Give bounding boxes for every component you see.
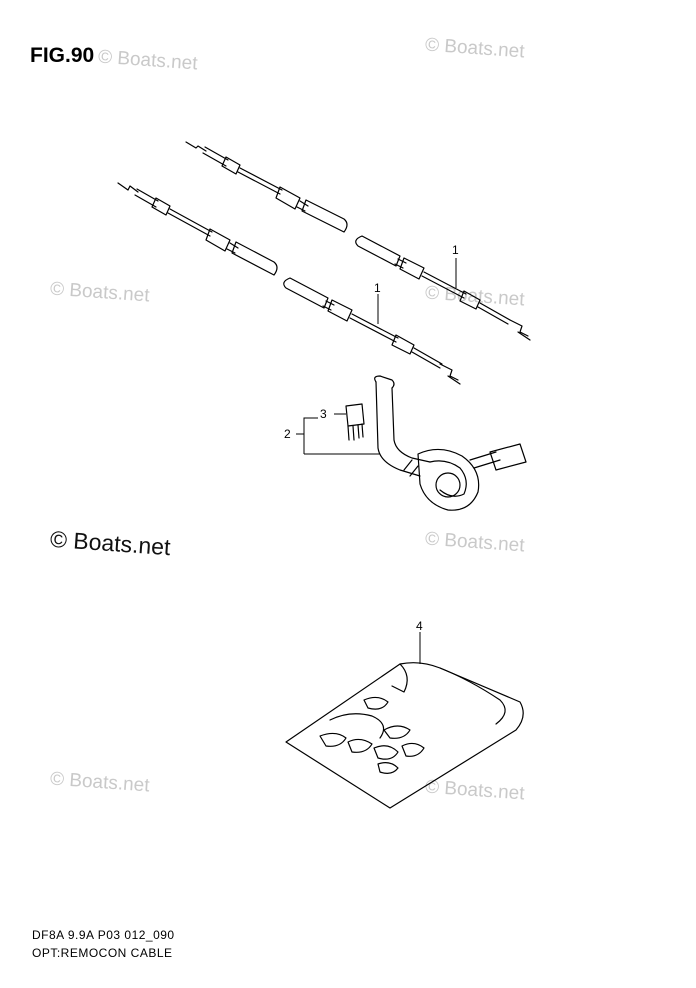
callout-4: 4 — [416, 619, 423, 633]
footer-code: DF8A 9.9A P03 012_090 — [32, 928, 175, 942]
remocon-cable-lower — [117, 182, 278, 276]
fuse-component — [345, 403, 365, 441]
remocon-cable-upper — [185, 141, 348, 233]
harness-connector — [374, 375, 527, 511]
callout-1-right: 1 — [452, 243, 459, 257]
footer-caption: OPT:REMOCON CABLE — [32, 946, 173, 960]
figure-title: FIG.90 — [30, 44, 95, 67]
callout-3: 3 — [320, 407, 327, 421]
leader-line — [303, 417, 318, 454]
callout-1-middle: 1 — [374, 281, 381, 295]
callout-2: 2 — [284, 427, 291, 441]
remocon-cable-right — [355, 235, 531, 341]
parts-bag — [285, 662, 524, 809]
remocon-cable-middle — [283, 277, 461, 385]
